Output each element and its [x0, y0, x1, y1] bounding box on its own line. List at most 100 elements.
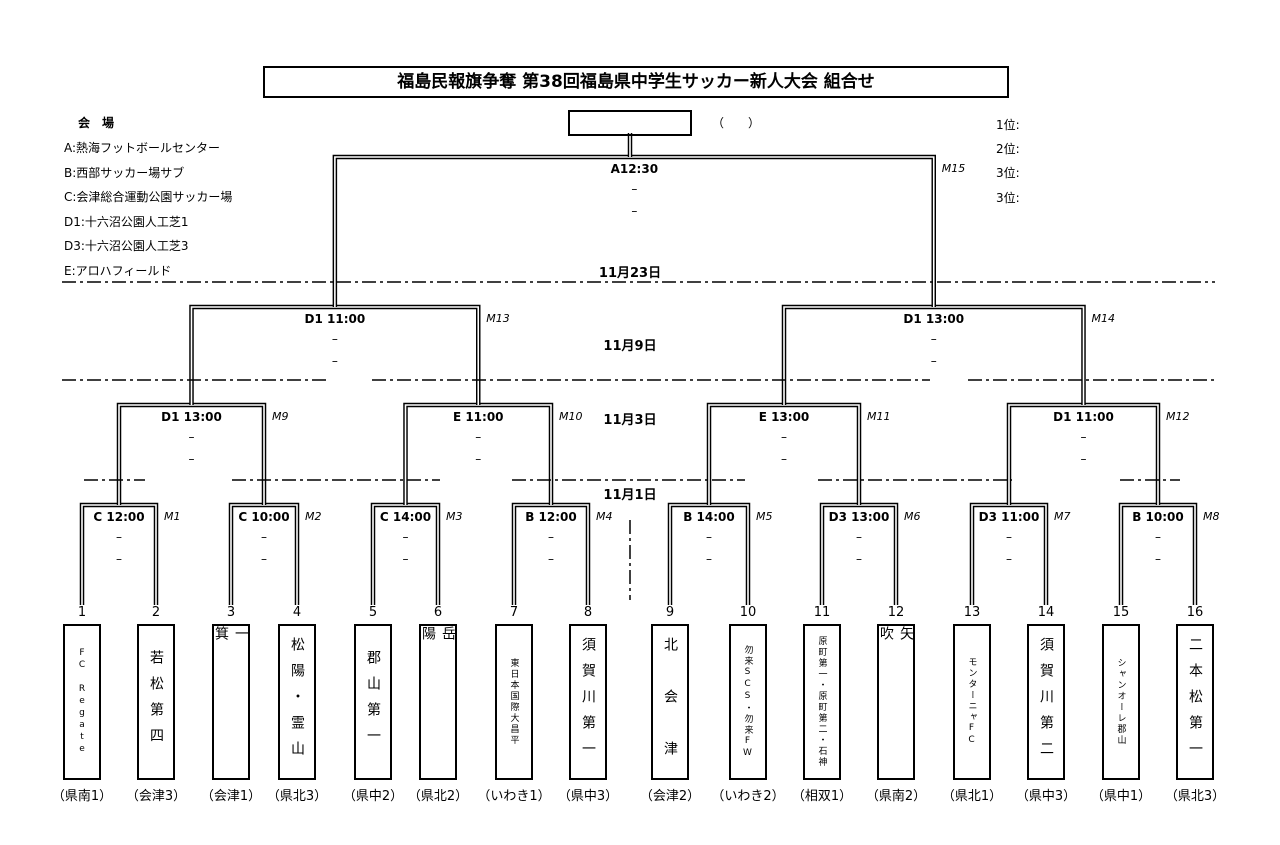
score-slot: – — [631, 182, 638, 196]
team-box: 一 箕 — [212, 624, 250, 780]
team-number: 7 — [509, 605, 519, 620]
team-box: 岳 陽 — [419, 624, 457, 780]
score-slot: – — [781, 430, 787, 444]
team-name: 一 箕 — [213, 626, 249, 756]
team-box: 矢 吹 — [877, 624, 915, 780]
venue-c: C:会津総合運動公園サッカー場 — [64, 190, 233, 204]
team-region: （いわき1） — [477, 789, 551, 804]
rank-1: 1位: — [996, 118, 1020, 132]
champion-region: （ ） — [712, 116, 761, 130]
team-box: FC Regate — [63, 624, 101, 780]
team-box: シャンオーレ郡山 — [1102, 624, 1140, 780]
match-number: M15 — [941, 162, 966, 175]
team-name: 二本松第一 — [1187, 637, 1203, 767]
match-time-venue: D1 11:00 — [304, 312, 366, 326]
score-slot: – — [188, 452, 195, 466]
score-slot: – — [706, 552, 712, 566]
team-region: （県北2） — [407, 789, 469, 804]
team-box: 須賀川第一 — [569, 624, 607, 780]
venue-d3: D3:十六沼公園人工芝3 — [64, 239, 189, 253]
match-number: M14 — [1091, 312, 1116, 325]
team-region: （会津3） — [125, 789, 187, 804]
venue-heading: 会 場 — [78, 116, 115, 130]
match-number: M10 — [559, 410, 583, 423]
team-region: （いわき2） — [711, 789, 785, 804]
venue-b: B:西部サッカー場サブ — [64, 166, 185, 180]
match-time-venue: D1 13:00 — [161, 410, 222, 424]
score-slot: – — [116, 530, 122, 544]
team-number: 2 — [151, 605, 161, 620]
team-region: （県中3） — [557, 789, 619, 804]
page-title: 福島民報旗争奪 第38回福島県中学生サッカー新人大会 組合せ — [263, 66, 1009, 98]
date-quarterfinal: 11月3日 — [603, 413, 657, 428]
score-slot: – — [1155, 530, 1161, 544]
match-number: M5 — [756, 510, 773, 523]
team-number: 11 — [813, 605, 831, 620]
team-box: 須賀川第二 — [1027, 624, 1065, 780]
team-number: 14 — [1037, 605, 1055, 620]
score-slot: – — [548, 552, 554, 566]
team-name: 須賀川第一 — [580, 637, 596, 767]
team-number: 5 — [368, 605, 378, 620]
team-box: 東日本国際大昌平 — [495, 624, 533, 780]
team-box: 北 会 津 — [651, 624, 689, 780]
score-slot: – — [1080, 430, 1087, 444]
score-slot: – — [856, 530, 862, 544]
team-number: 10 — [739, 605, 757, 620]
team-number: 9 — [665, 605, 675, 620]
venue-d1: D1:十六沼公園人工芝1 — [64, 215, 189, 229]
team-region: （県北1） — [941, 789, 1003, 804]
team-name: 松陽・霊山 — [289, 637, 305, 767]
score-slot: – — [261, 530, 267, 544]
team-number: 6 — [433, 605, 443, 620]
score-slot: – — [475, 430, 482, 444]
team-region: （県南1） — [51, 789, 113, 804]
score-slot: – — [116, 552, 122, 566]
match-time-venue: D1 13:00 — [903, 312, 965, 326]
team-region: （県中2） — [342, 789, 404, 804]
match-number: M3 — [446, 510, 463, 523]
bracket-line-M15 — [332, 154, 936, 307]
team-number: 3 — [226, 605, 236, 620]
score-slot: – — [856, 552, 862, 566]
score-slot: – — [331, 332, 338, 346]
score-slot: – — [706, 530, 712, 544]
date-round1: 11月1日 — [603, 488, 657, 503]
team-region: （相双1） — [791, 789, 853, 804]
venue-e: E:アロハフィールド — [64, 264, 172, 278]
score-slot: – — [402, 552, 409, 566]
score-slot: – — [188, 430, 195, 444]
match-time-venue: E 13:00 — [758, 410, 810, 424]
score-slot: – — [1006, 552, 1012, 566]
score-slot: – — [631, 204, 638, 218]
team-box: 郡山第一 — [354, 624, 392, 780]
match-number: M8 — [1203, 510, 1220, 523]
score-slot: – — [1006, 530, 1012, 544]
score-slot: – — [930, 354, 937, 368]
team-region: （県中3） — [1015, 789, 1077, 804]
team-name: モンターニャFC — [966, 657, 977, 747]
match-time-venue: B 12:00 — [525, 510, 577, 524]
team-box: 松陽・霊山 — [278, 624, 316, 780]
score-slot: – — [781, 452, 787, 466]
team-number: 4 — [292, 605, 302, 620]
date-semifinal: 11月9日 — [603, 339, 657, 354]
team-region: （県中1） — [1090, 789, 1152, 804]
score-slot: – — [1155, 552, 1161, 566]
team-region: （県北3） — [1164, 789, 1226, 804]
rank-3a: 3位: — [996, 166, 1020, 180]
team-name: 若松第四 — [148, 650, 164, 754]
date-final: 11月23日 — [598, 266, 662, 281]
match-time-venue: C 12:00 — [93, 510, 145, 524]
team-box: モンターニャFC — [953, 624, 991, 780]
team-name: 原町第一・原町第二・石神 — [816, 636, 827, 768]
team-name: FC Regate — [77, 648, 87, 756]
team-box: 若松第四 — [137, 624, 175, 780]
match-number: M7 — [1054, 510, 1071, 523]
match-number: M2 — [305, 510, 322, 523]
match-number: M6 — [904, 510, 921, 523]
score-slot: – — [475, 452, 482, 466]
team-number: 8 — [583, 605, 593, 620]
